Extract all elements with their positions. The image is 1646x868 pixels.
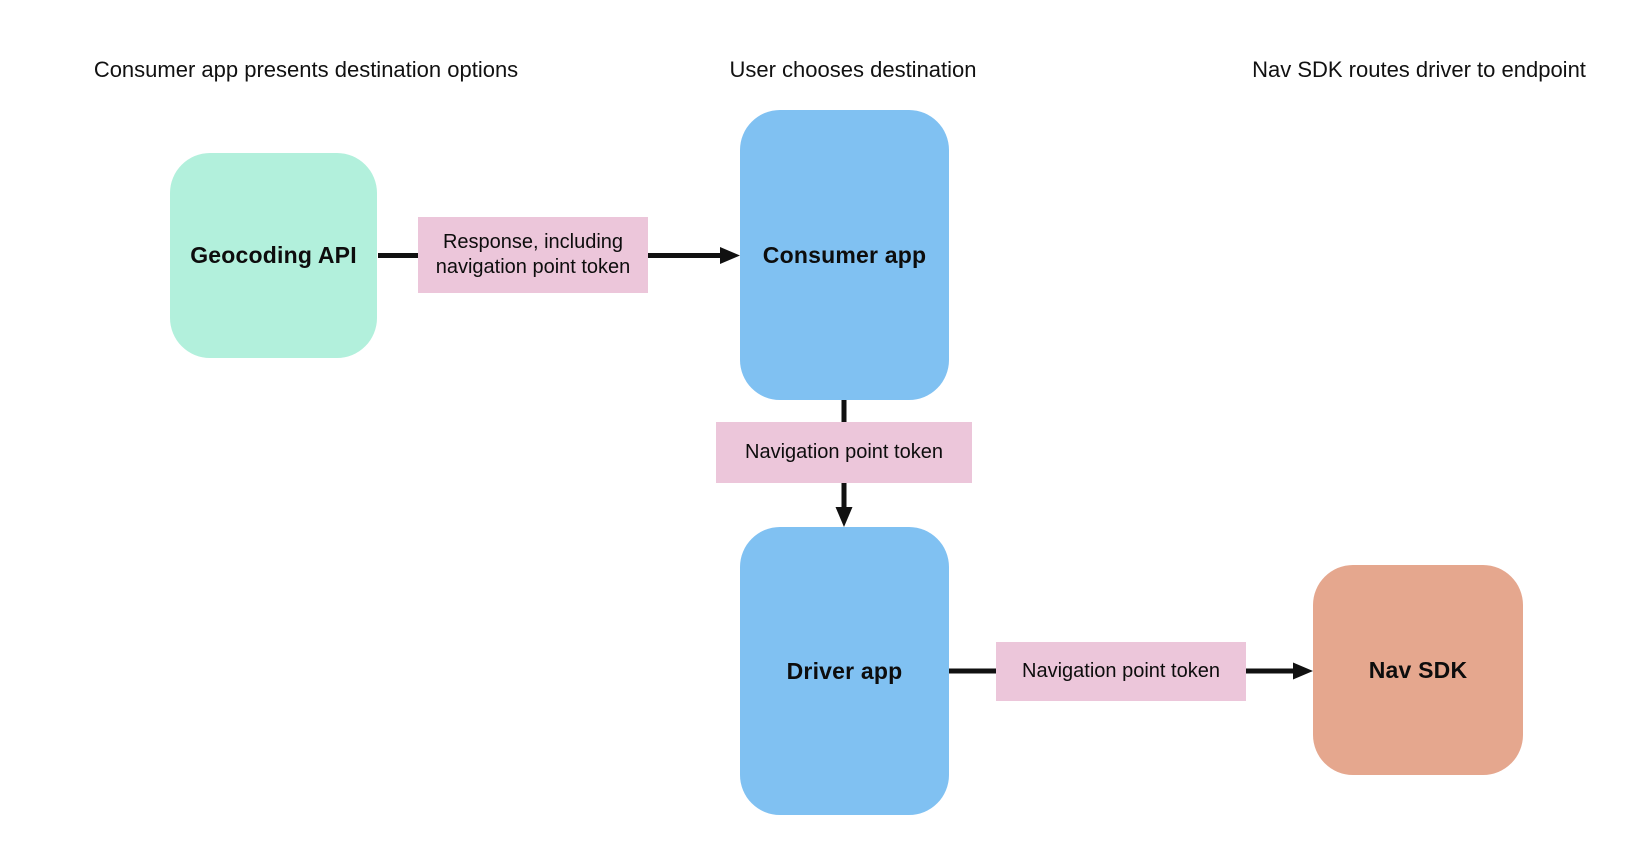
edge-label-navigation-point-token-driver-sdk: Navigation point token [996,642,1246,701]
node-nav-sdk-label: Nav SDK [1368,656,1468,683]
node-driver-app: Driver app [740,527,949,815]
edge-label-token-1-text: Navigation point token [745,441,943,463]
arrowhead-into-nav-sdk-icon [1293,662,1313,680]
node-nav-sdk: Nav SDK [1313,565,1523,775]
node-consumer-app-label: Consumer app [762,241,927,268]
node-geocoding-api: Geocoding API [170,153,377,358]
stage-header-navsdk-routes: Nav SDK routes driver to endpoint [1252,57,1586,82]
node-consumer-app: Consumer app [740,110,949,400]
edge-label-token-2-text: Navigation point token [1022,660,1220,682]
edge-label-navigation-point-token-consumer-driver: Navigation point token [716,422,972,483]
node-geocoding-api-label: Geocoding API [190,242,357,268]
edge-label-response-text: Response, including navigation point tok… [435,231,631,278]
stage-header-consumer-presents: Consumer app presents destination option… [93,57,519,82]
arrowhead-into-driver-app-icon [835,507,853,527]
edge-label-response-including-token: Response, including navigation point tok… [418,217,648,293]
arrowhead-into-consumer-app-icon [720,247,740,264]
node-driver-app-label: Driver app [786,657,903,684]
stage-header-user-chooses: User chooses destination [729,57,977,82]
